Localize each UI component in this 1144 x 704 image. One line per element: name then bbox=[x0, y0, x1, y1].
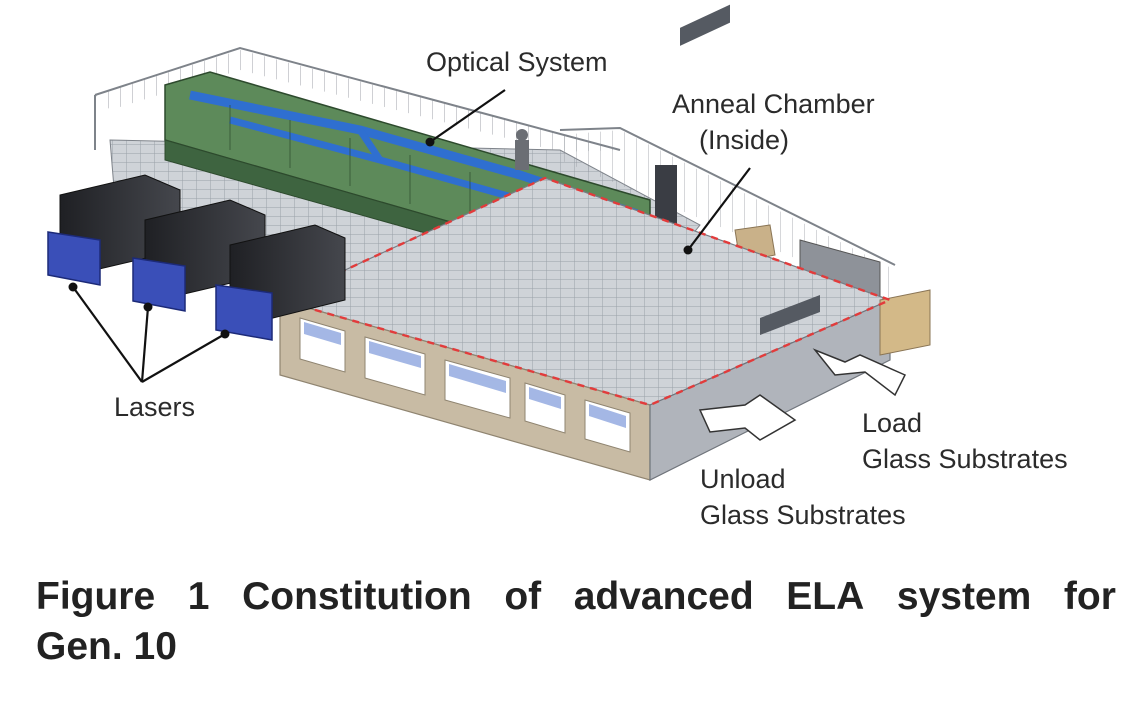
load-arrow bbox=[812, 348, 907, 397]
optical-system-label: Optical System bbox=[426, 47, 608, 77]
laser-unit-3 bbox=[215, 224, 346, 341]
anneal-chamber-label: Anneal Chamber bbox=[672, 89, 875, 119]
caption-word: advanced bbox=[573, 575, 754, 618]
unload-arrow bbox=[698, 394, 797, 441]
caption-word: 1 bbox=[187, 575, 210, 618]
caption-line-1: Figure 1 Constitution of advanced ELA sy… bbox=[36, 572, 1116, 622]
unload-label: Unload bbox=[700, 464, 786, 494]
caption-line-2: Gen. 10 bbox=[36, 625, 177, 668]
anneal-chamber bbox=[278, 4, 931, 481]
caption-word: for bbox=[1063, 575, 1116, 618]
optical-leader bbox=[429, 89, 506, 143]
caption-word: Constitution bbox=[242, 575, 472, 618]
load-label-line2: Glass Substrates bbox=[862, 444, 1068, 474]
substrate-arrows bbox=[698, 348, 907, 441]
lasers-label: Lasers bbox=[114, 392, 196, 422]
caption-word: Figure bbox=[36, 575, 156, 618]
caption-word: of bbox=[504, 575, 542, 618]
caption-word: system bbox=[896, 575, 1032, 618]
caption-word: ELA bbox=[786, 575, 865, 618]
anneal-chamber-sublabel: (Inside) bbox=[699, 125, 790, 155]
annotation-lines bbox=[68, 89, 751, 383]
laser-leader-1 bbox=[72, 286, 143, 383]
load-label: Load bbox=[862, 408, 923, 438]
figure-caption: Figure 1 Constitution of advanced ELA sy… bbox=[36, 572, 1116, 672]
anneal-leader bbox=[687, 167, 751, 251]
unload-label-line2: Glass Substrates bbox=[700, 500, 906, 530]
laser-leader-3 bbox=[141, 333, 226, 383]
laser-leader-2 bbox=[140, 306, 150, 383]
laser-units bbox=[47, 174, 346, 341]
